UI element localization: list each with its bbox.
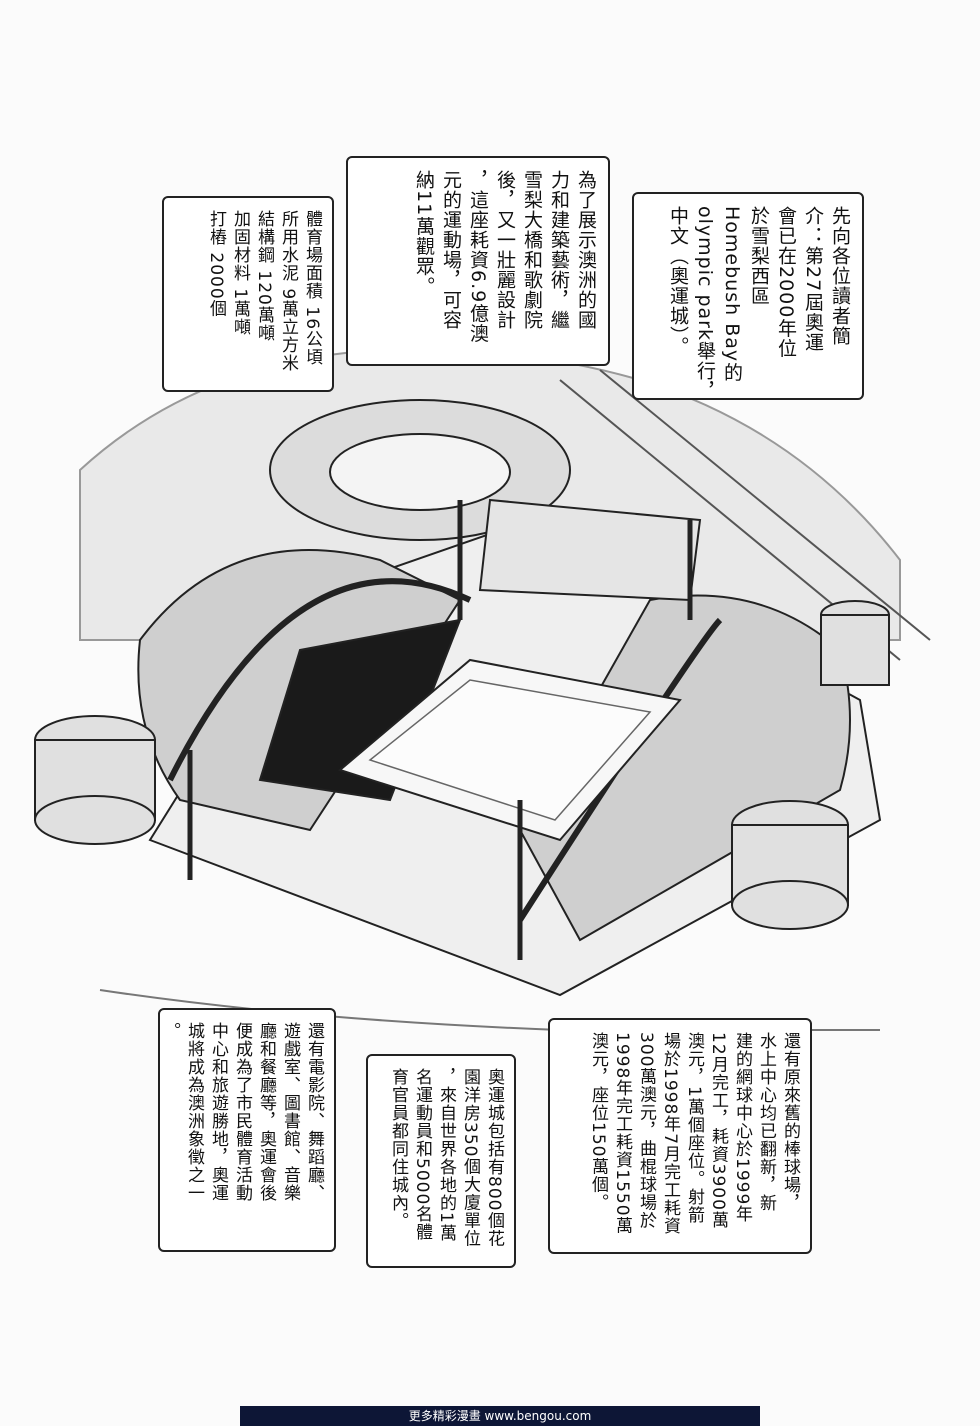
caption-line: Homebush Bay的 — [721, 206, 743, 383]
caption-line: 奧運城包括有800個花 — [484, 1068, 504, 1248]
caption-line: 還有電影院、舞蹈廳、 — [304, 1022, 324, 1202]
caption-stadium-specs: 體育場面積 16公頃 所用水泥 9萬立方米 結構鋼 120萬噸 加固材料 1萬噸… — [162, 196, 334, 392]
caption-line: 雪梨大橋和歌劇院 — [521, 170, 543, 330]
caption-line: 結構鋼 120萬噸 — [254, 210, 274, 342]
caption-line: 於雪梨西區 — [748, 206, 770, 306]
caption-line: 澳元，座位150萬個。 — [588, 1032, 608, 1212]
caption-line: 納11萬觀眾。 — [413, 170, 435, 297]
caption-intro: 先向各位讀者簡 介：第27屆奧運 會已在2000年位 於雪梨西區 Homebus… — [632, 192, 864, 401]
caption-line: ，來自世界各地的1萬 — [436, 1068, 456, 1242]
watermark-footer: 更多精彩漫畫 www.bengou.com — [240, 1406, 760, 1426]
caption-line: 介：第27屆奧運 — [802, 206, 824, 353]
caption-line: 育官員都同住城內。 — [388, 1068, 408, 1230]
caption-line: 名運動員和5000名體 — [412, 1068, 432, 1242]
caption-line: 所用水泥 9萬立方米 — [278, 210, 298, 373]
caption-line: 澳元，1萬個座位。射箭 — [684, 1032, 704, 1224]
caption-line: 1998年完工耗資1550萬 — [612, 1032, 632, 1235]
caption-olympic-village: 奧運城包括有800個花 園洋房350個大廈單位 ，來自世界各地的1萬 名運動員和… — [366, 1054, 516, 1268]
caption-line: 城將成為澳洲象徵之一 — [184, 1022, 204, 1202]
caption-line: 300萬澳元，曲棍球場於 — [636, 1032, 656, 1230]
caption-line: 便成為了市民體育活動 — [232, 1022, 252, 1202]
caption-line: olympic park舉行， — [694, 206, 716, 401]
caption-line: 元的運動場，可容 — [440, 170, 462, 330]
caption-line: 中心和旅遊勝地，奧運 — [208, 1022, 228, 1202]
caption-line: 加固材料 1萬噸 — [230, 210, 250, 337]
caption-facilities: 還有電影院、舞蹈廳、 遊戲室、圖書館、音樂 廳和餐廳等，奧運會後 便成為了市民體… — [158, 1008, 336, 1252]
caption-line: 遊戲室、圖書館、音樂 — [280, 1022, 300, 1202]
caption-line: 會已在2000年位 — [775, 206, 797, 359]
caption-line: ，這座耗資6.9億澳 — [467, 170, 489, 344]
caption-line: 園洋房350個大廈單位 — [460, 1068, 480, 1248]
caption-line: 為了展示澳洲的國 — [575, 170, 597, 330]
caption-line: 場於1998年7月完工耗資 — [660, 1032, 680, 1236]
caption-line: 中文（奧運城）。 — [667, 206, 689, 357]
caption-line: 體育場面積 16公頃 — [302, 210, 322, 367]
caption-line: 建的網球中心於1999年 — [732, 1032, 752, 1224]
caption-line: 先向各位讀者簡 — [829, 206, 851, 346]
caption-line: 力和建築藝術，繼 — [548, 170, 570, 330]
caption-line: 12月完工，耗資3900萬 — [708, 1032, 728, 1229]
caption-line: 還有原來舊的棒球場， — [780, 1032, 800, 1212]
caption-venues: 還有原來舊的棒球場， 水上中心均已翻新，新 建的網球中心於1999年 12月完工… — [548, 1018, 812, 1254]
caption-line: 後，又一壯麗設計 — [494, 170, 516, 330]
caption-line: 。 — [160, 1022, 180, 1040]
caption-line: 打樁 2000個 — [206, 210, 226, 318]
caption-line: 水上中心均已翻新，新 — [756, 1032, 776, 1212]
caption-line: 廳和餐廳等，奧運會後 — [256, 1022, 276, 1202]
caption-architecture: 為了展示澳洲的國 力和建築藝術，繼 雪梨大橋和歌劇院 後，又一壯麗設計 ，這座耗… — [346, 156, 610, 366]
